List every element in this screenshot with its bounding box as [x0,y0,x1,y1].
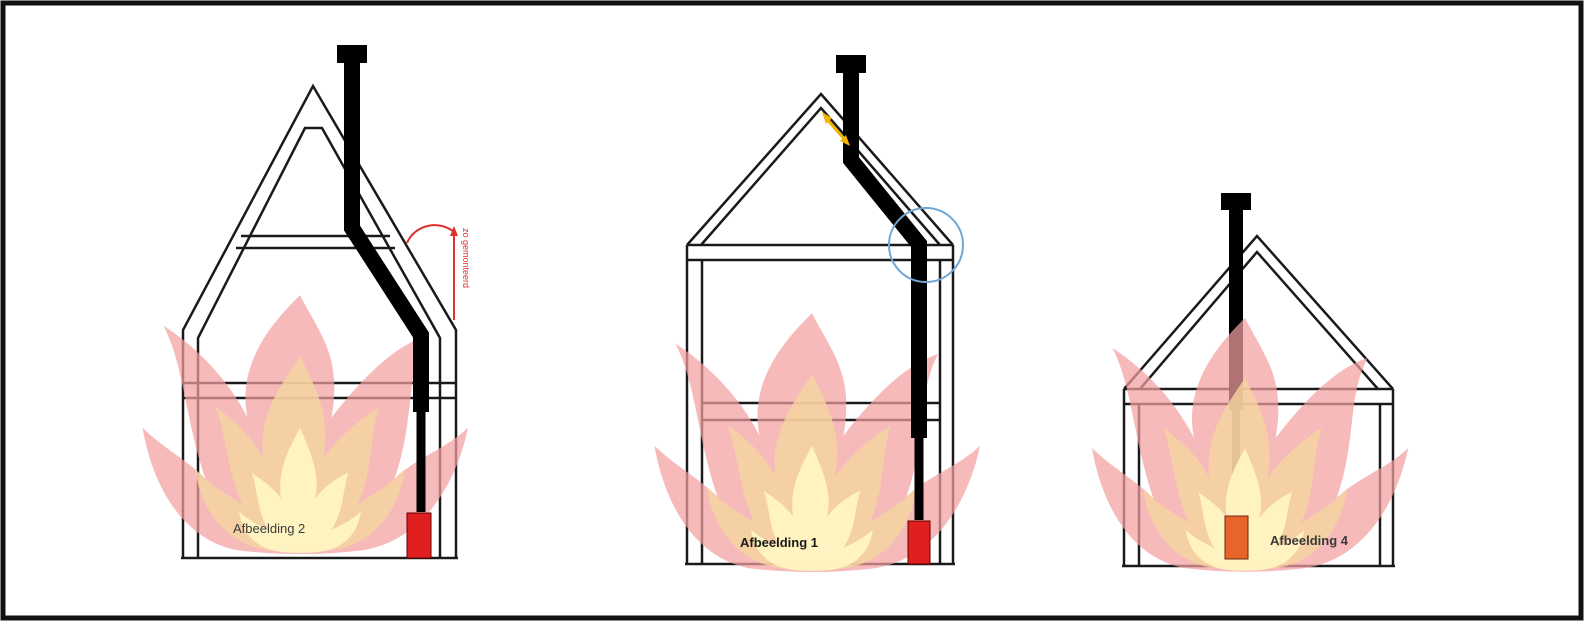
stove-icon [406,512,432,559]
rotated-note: zo gemonteerd [461,228,471,288]
house-figure-1: Afbeelding 1 [654,55,980,573]
chimney-pipe [337,45,429,512]
stove-icon [1224,515,1249,560]
figure-caption-2: Afbeelding 2 [233,521,305,536]
highlight-circle [888,207,964,283]
fire-icon [654,313,980,573]
clearance-arrow [822,112,850,146]
chimney-cap-icon [337,45,367,63]
figure-caption-4: Afbeelding 4 [1270,533,1349,548]
chimney-pipe [836,55,927,520]
chimney-cap-icon [836,55,866,73]
stove-icon [907,520,931,565]
fire-icon [1092,318,1409,572]
roof-clearance-annotation: zo gemonteerd [406,224,471,320]
chimney-cap-icon [1221,193,1251,210]
house-figure-2: zo gemonteerd Afbeelding 2 [142,45,471,560]
house-figure-4: Afbeelding 4 [1092,193,1409,572]
figure-caption-1: Afbeelding 1 [740,535,818,550]
